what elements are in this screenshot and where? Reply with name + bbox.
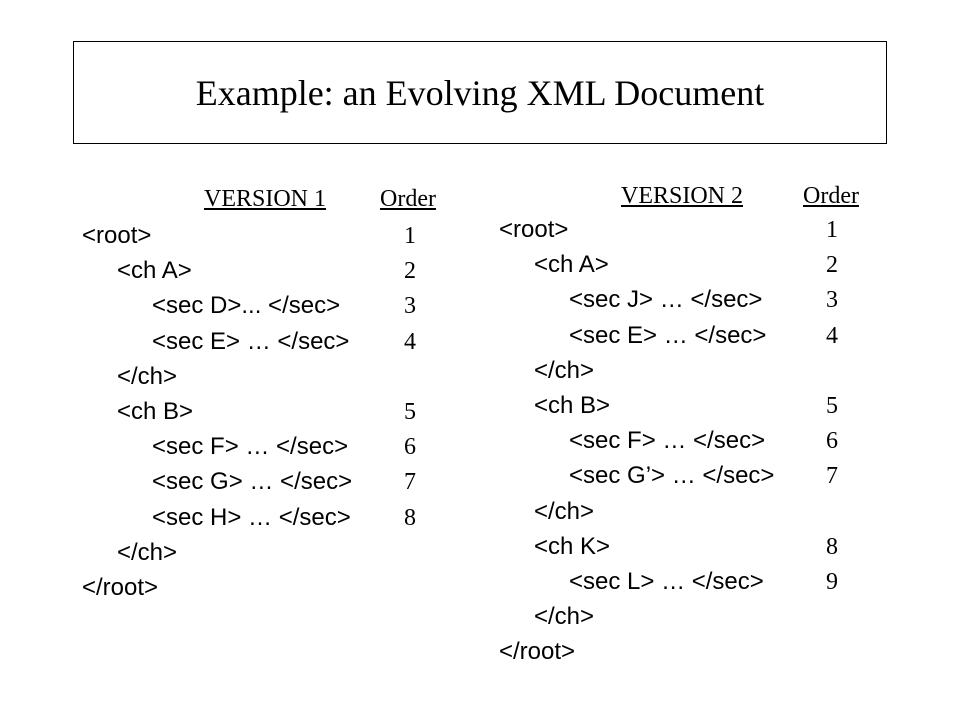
version1-line: </ch> — [117, 538, 178, 566]
version1-line: <root> — [82, 222, 152, 249]
slide-title: Example: an Evolving XML Document — [195, 72, 765, 113]
version2-line: </ch> — [534, 497, 595, 525]
version2-line: <sec J> … </sec> — [569, 286, 763, 314]
version2-order-number: 8 — [826, 533, 838, 560]
version2-order-number: 9 — [826, 569, 838, 595]
version2-line: </ch> — [534, 356, 595, 384]
version2-line: <ch K> — [534, 532, 611, 560]
version1-heading: VERSION 1 — [204, 186, 327, 212]
version2-order-number: 5 — [826, 393, 838, 419]
version1-line: </root> — [82, 574, 159, 601]
version2-order-number: 2 — [826, 252, 838, 279]
version2-line: <sec F> … </sec> — [569, 427, 766, 455]
version2-line: <sec E> … </sec> — [569, 321, 767, 349]
version2-line: </ch> — [534, 603, 595, 631]
version2-order-number: 6 — [826, 428, 838, 455]
version2-order-number: 4 — [826, 322, 838, 349]
version1-line: <ch A> — [117, 257, 192, 285]
version1-order-number: 5 — [404, 399, 416, 425]
version2-line: <root> — [499, 216, 569, 243]
version1-order-number: 4 — [404, 328, 416, 355]
version2-heading: VERSION 2 — [621, 183, 744, 209]
version2-line: <sec L> … </sec> — [569, 568, 764, 595]
version1-line: <sec G> … </sec> — [152, 468, 353, 496]
version1-line: </ch> — [117, 362, 178, 390]
version2-order-number: 7 — [826, 463, 838, 490]
version1-order-number: 2 — [404, 258, 416, 285]
version1-line: <sec E> … </sec> — [152, 327, 350, 355]
version1-order-number: 3 — [404, 293, 416, 320]
version2-line: <ch A> — [534, 251, 609, 279]
title-box: Example: an Evolving XML Document — [73, 41, 887, 144]
version1-order-number: 7 — [404, 469, 416, 496]
version1-order-heading: Order — [380, 186, 436, 212]
version2-line: <sec G’> … </sec> — [569, 462, 775, 490]
version2-order-number: 3 — [826, 287, 838, 314]
version1-line: <sec D>... </sec> — [152, 292, 341, 320]
version2-order-heading: Order — [803, 183, 859, 209]
version1-line: <sec F> … </sec> — [152, 433, 349, 461]
version1-line: <sec H> … </sec> — [152, 503, 351, 531]
version1-order-number: 6 — [404, 434, 416, 461]
version2-order-number: 1 — [826, 217, 838, 243]
version2-line: </root> — [499, 638, 576, 666]
version1-order-number: 1 — [404, 223, 416, 249]
version2-line: <ch B> — [534, 392, 611, 419]
version1-line: <ch B> — [117, 398, 194, 425]
version1-order-number: 8 — [404, 504, 416, 531]
